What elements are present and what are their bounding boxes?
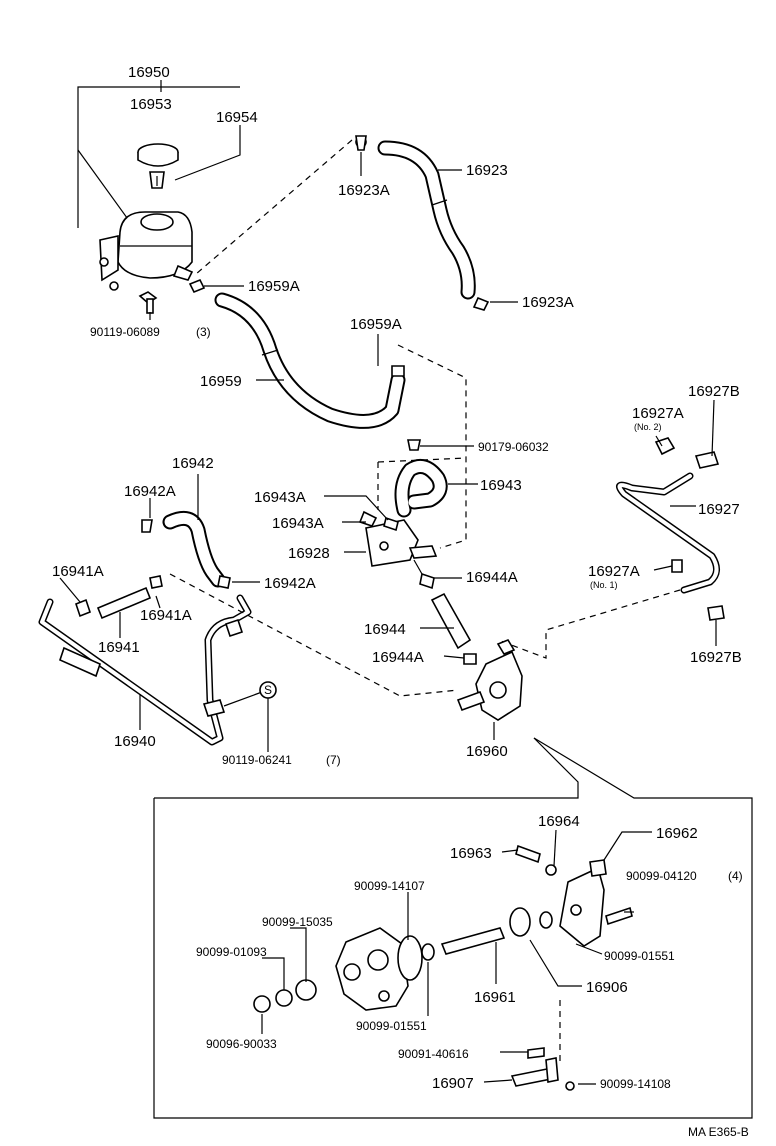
label-90099-14108: 90099-14108 (600, 1077, 671, 1091)
label-16954: 16954 (216, 109, 258, 126)
label-16927A-top-note: (No. 2) (634, 422, 662, 432)
dash-16959-pump (397, 344, 467, 549)
label-90099-01551-right: 90099-01551 (604, 949, 675, 963)
reservoir-gauge (149, 171, 165, 189)
label-16940: 16940 (114, 733, 156, 750)
reservoir-tank (99, 211, 194, 291)
label-16960: 16960 (466, 743, 508, 760)
label-16944: 16944 (364, 621, 406, 638)
label-16923A-bottom: 16923A (522, 294, 574, 311)
reservoir-bracket-lines (77, 80, 241, 228)
bracket-16928 (358, 510, 438, 567)
seals-left (253, 979, 317, 1013)
clip-90179-06032 (407, 439, 421, 451)
label-16943A-a: 16943A (254, 489, 306, 506)
label-90119-06241-qty: (7) (326, 753, 341, 767)
label-16963: 16963 (450, 845, 492, 862)
pump-body-exploded (335, 927, 423, 1011)
dash-16940-pump (169, 573, 459, 697)
cover-16962 (559, 859, 607, 947)
pump-16960 (456, 639, 523, 721)
label-16943: 16943 (480, 477, 522, 494)
hose-16941 (75, 575, 163, 620)
pipe-16927 (616, 437, 725, 621)
dash-16923-reservoir (195, 139, 353, 275)
label-16942A-b: 16942A (264, 575, 316, 592)
label-16927A-top: 16927A (632, 405, 684, 422)
label-16941: 16941 (98, 639, 140, 656)
label-16962: 16962 (656, 825, 698, 842)
reservoir-cap (137, 143, 179, 167)
label-90119-06241: 90119-06241 (222, 753, 292, 767)
shaft-16961 (421, 927, 506, 961)
label-16944A-b: 16944A (372, 649, 424, 666)
label-90099-04120: 90099-04120 (626, 869, 697, 883)
label-16927B-bottom: 16927B (690, 649, 742, 666)
label-16944A-a: 16944A (466, 569, 518, 586)
hose-16944 (413, 559, 477, 665)
label-90119-06089: 90119-06089 (90, 325, 160, 339)
label-90099-01093: 90099-01093 (196, 945, 267, 959)
hose-16923 (355, 135, 490, 311)
label-90091-40616: 90091-40616 (398, 1047, 469, 1061)
label-16950: 16950 (128, 64, 170, 81)
label-90119-06089-qty: (3) (196, 325, 211, 339)
label-16927A-bottom: 16927A (588, 563, 640, 580)
hose-16942 (141, 510, 231, 589)
label-16941A-b: 16941A (140, 607, 192, 624)
label-16907: 16907 (432, 1075, 474, 1092)
leader-lines (59, 152, 717, 1085)
label-16928: 16928 (288, 545, 330, 562)
label-16923: 16923 (466, 162, 508, 179)
reference-code: MA E365-B (688, 1125, 749, 1139)
pulley-16906 (509, 907, 553, 937)
label-16906: 16906 (586, 979, 628, 996)
bracket-16907 (510, 1057, 559, 1087)
label-90099-14107: 90099-14107 (354, 879, 425, 893)
label-16927A-bottom-note: (No. 1) (590, 580, 618, 590)
label-90099-04120-qty: (4) (728, 869, 743, 883)
label-16943A-b: 16943A (272, 515, 324, 532)
bolt-90099-04120 (605, 906, 633, 926)
hose-16959 (188, 278, 406, 429)
label-16959A-a: 16959A (248, 278, 300, 295)
label-16961: 16961 (474, 989, 516, 1006)
detail-box-link (154, 737, 579, 799)
bolt-90091-40616 (527, 1047, 545, 1059)
label-90179-06032: 90179-06032 (478, 440, 549, 454)
label-16959A-b: 16959A (350, 316, 402, 333)
label-16927B-top: 16927B (688, 383, 740, 400)
label-16927: 16927 (698, 501, 740, 518)
detail-box (153, 737, 753, 1119)
bolt-90119-06089 (138, 291, 158, 314)
label-90099-15035: 90099-15035 (262, 915, 333, 929)
hose-16943 (394, 458, 448, 518)
label-16942: 16942 (172, 455, 214, 472)
label-16953: 16953 (130, 96, 172, 113)
label-16923A-top: 16923A (338, 182, 390, 199)
bolt-16963 (515, 844, 557, 876)
dash-16927-pump (497, 589, 681, 659)
label-16941A-a: 16941A (52, 563, 104, 580)
label-16942A-a: 16942A (124, 483, 176, 500)
s-mark-text: S (264, 683, 272, 697)
label-90096-90033: 90096-90033 (206, 1037, 277, 1051)
pipe-16940 (38, 594, 263, 746)
label-16959: 16959 (200, 373, 242, 390)
label-16964: 16964 (538, 813, 580, 830)
label-90099-01551-bottom: 90099-01551 (356, 1019, 427, 1033)
washer-90099-14108 (565, 1081, 575, 1091)
s-mark: S (259, 681, 277, 699)
